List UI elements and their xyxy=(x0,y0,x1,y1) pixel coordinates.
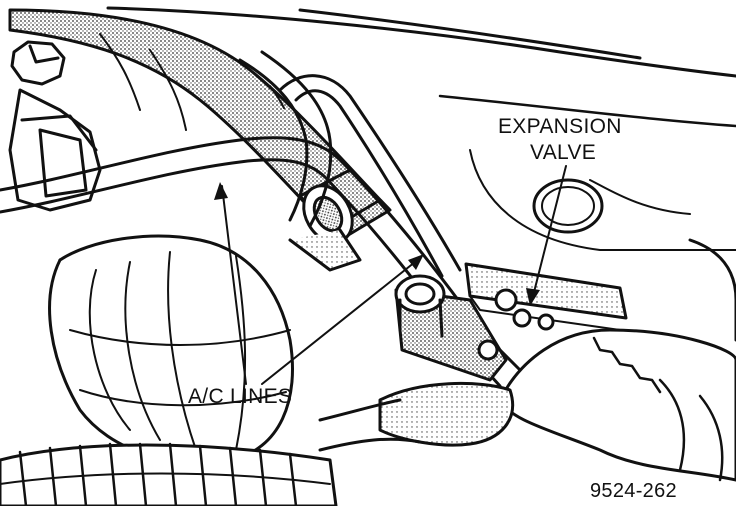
hood-panel xyxy=(106,6,736,251)
lower-hose xyxy=(318,381,515,452)
expansion-valve-arrowhead xyxy=(526,288,540,306)
ac-lines-arrowhead-2 xyxy=(408,254,424,270)
ac-lines-arrowhead-1 xyxy=(214,182,228,200)
ac-line-lower xyxy=(238,50,333,228)
figure-number: 9524-262 xyxy=(590,480,677,502)
expansion-valve-block xyxy=(394,262,628,382)
upper-hose xyxy=(8,8,392,242)
ac-lines-leader-1 xyxy=(221,185,247,385)
canister xyxy=(48,234,294,464)
corrugated-hose xyxy=(0,442,338,508)
body-grommet xyxy=(532,178,604,234)
ac-lines-leader-2 xyxy=(261,257,421,385)
ac-line-curve xyxy=(278,74,462,278)
expansion-valve-label-line1: EXPANSION xyxy=(498,115,622,138)
expansion-valve-leader xyxy=(531,165,567,301)
leader-lines xyxy=(221,165,567,385)
center-fitting xyxy=(288,168,382,272)
left-bracket xyxy=(8,40,102,212)
ac-lines-label: A/C LINES xyxy=(188,385,293,408)
leader-arrowheads xyxy=(214,182,540,306)
expansion-valve-label-line2: VALVE xyxy=(530,141,597,164)
